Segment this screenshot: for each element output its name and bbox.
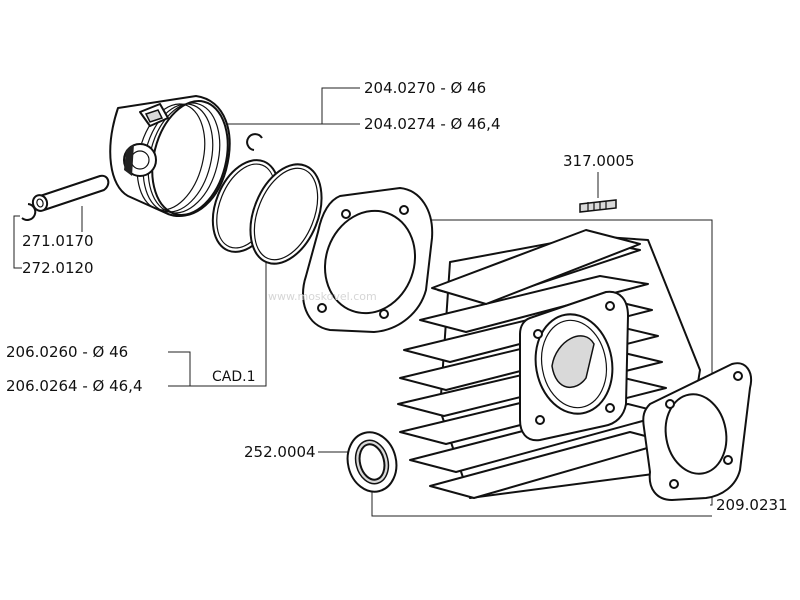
label-rings-quantity: CAD.1 xyxy=(212,369,256,385)
piston-rings xyxy=(211,159,323,265)
head-gasket xyxy=(642,362,752,501)
label-stud: 317.0005 xyxy=(563,152,635,170)
label-piston-oversize: 204.0274 - Ø 46,4 xyxy=(364,115,501,133)
label-head-gasket: 209.0231 xyxy=(716,496,788,514)
label-piston-pin: 271.0170 xyxy=(22,232,94,250)
label-exhaust-gasket: 252.0004 xyxy=(244,443,316,461)
cylinder xyxy=(397,229,701,499)
label-piston-std: 204.0270 - Ø 46 xyxy=(364,79,486,97)
label-circlip: 272.0120 xyxy=(22,259,94,277)
piston-pin xyxy=(31,174,110,212)
base-gasket xyxy=(302,187,434,333)
leader-lines xyxy=(13,87,713,517)
exhaust-gasket xyxy=(346,431,398,493)
watermark-text: www.moskovel.com xyxy=(268,290,377,303)
circlip-left xyxy=(21,203,37,221)
circlip-right xyxy=(246,133,263,151)
label-rings-std: 206.0260 - Ø 46 xyxy=(6,343,128,361)
stud xyxy=(579,199,617,213)
label-rings-oversize: 206.0264 - Ø 46,4 xyxy=(6,377,143,395)
piston xyxy=(109,95,231,217)
